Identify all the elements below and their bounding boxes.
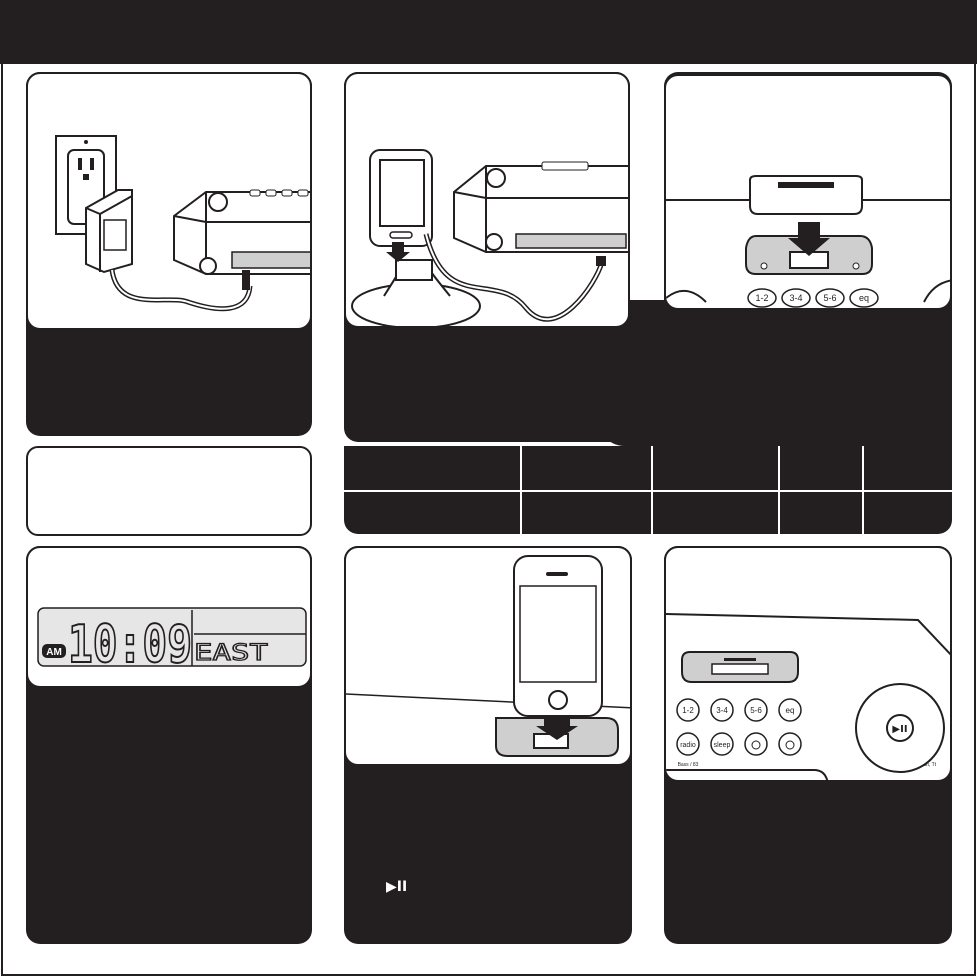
button-label: eq bbox=[786, 706, 795, 715]
play-pause-icon: ▶II bbox=[386, 879, 408, 895]
play-pause-icon: ▶II bbox=[892, 724, 907, 735]
button-label: radio bbox=[680, 742, 696, 749]
small-label: Saft, Tt bbox=[920, 762, 937, 768]
phone-dock-illustration bbox=[344, 546, 632, 766]
table-column-divider bbox=[520, 446, 522, 534]
clock-display-illustration: AM 10:09 EAST bbox=[26, 546, 312, 688]
clock-zone: EAST bbox=[194, 641, 268, 666]
button-label: 5-6 bbox=[823, 293, 836, 303]
dock-insert-illustration: 1-2 3-4 5-6 eq bbox=[664, 74, 952, 310]
table-column-divider bbox=[778, 446, 780, 534]
button-label: sleep bbox=[714, 742, 731, 749]
table-column-divider bbox=[651, 446, 653, 534]
spec-table bbox=[344, 446, 952, 534]
button-label: eq bbox=[859, 293, 869, 303]
small-label: Bass / 83 bbox=[678, 762, 699, 768]
button-label: 1-2 bbox=[755, 293, 768, 303]
am-indicator: AM bbox=[46, 647, 62, 658]
header-bar bbox=[0, 0, 977, 64]
button-label: 5-6 bbox=[750, 706, 762, 715]
stand-connection-illustration bbox=[344, 72, 630, 328]
power-adapter-illustration bbox=[26, 72, 312, 330]
button-label: 3-4 bbox=[716, 706, 728, 715]
clock-time: 10:09 bbox=[68, 615, 192, 675]
button-label: 1-2 bbox=[682, 706, 694, 715]
table-row-divider bbox=[344, 490, 952, 492]
note-box bbox=[26, 446, 312, 536]
speaker-top-illustration: 1-2 3-4 5-6 eq radio sleep Bass / 83 Saf… bbox=[664, 546, 952, 782]
button-label: 3-4 bbox=[789, 293, 802, 303]
table-column-divider bbox=[862, 446, 864, 534]
